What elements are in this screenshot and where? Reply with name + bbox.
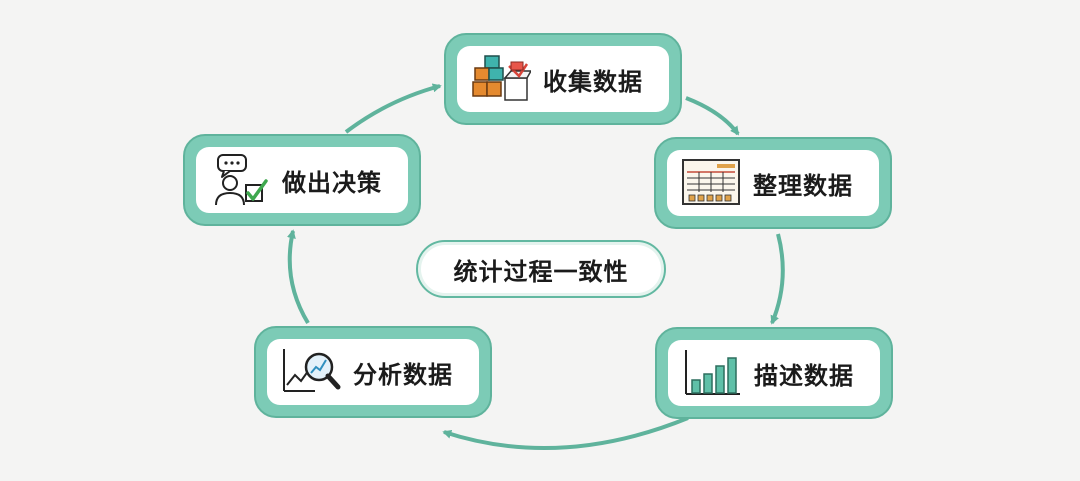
step-organize-data: 整理数据 xyxy=(654,137,892,229)
boxes-icon xyxy=(471,52,531,106)
arrow-collect-to-organize xyxy=(685,96,740,136)
step-collect-data: 收集数据 xyxy=(444,33,682,125)
step-label: 分析数据 xyxy=(353,360,453,389)
step-describe-data: 描述数据 xyxy=(655,327,893,419)
step-label: 整理数据 xyxy=(753,171,853,200)
magnifier-chart-icon xyxy=(281,345,341,399)
center-title: 统计过程一致性 xyxy=(416,240,666,298)
step-label: 收集数据 xyxy=(543,67,643,96)
arrow-organize-to-describe xyxy=(770,233,785,325)
step-label: 做出决策 xyxy=(282,168,382,197)
person-decision-icon xyxy=(210,153,270,207)
spreadsheet-icon xyxy=(681,156,741,210)
arrow-analyze-to-decide xyxy=(287,229,310,325)
arrow-describe-to-analyze xyxy=(442,416,689,451)
step-analyze-data: 分析数据 xyxy=(254,326,492,418)
bar-chart-icon xyxy=(682,346,742,400)
arrow-decide-to-collect xyxy=(344,83,442,134)
step-make-decision: 做出决策 xyxy=(183,134,421,226)
step-label: 描述数据 xyxy=(754,361,854,390)
